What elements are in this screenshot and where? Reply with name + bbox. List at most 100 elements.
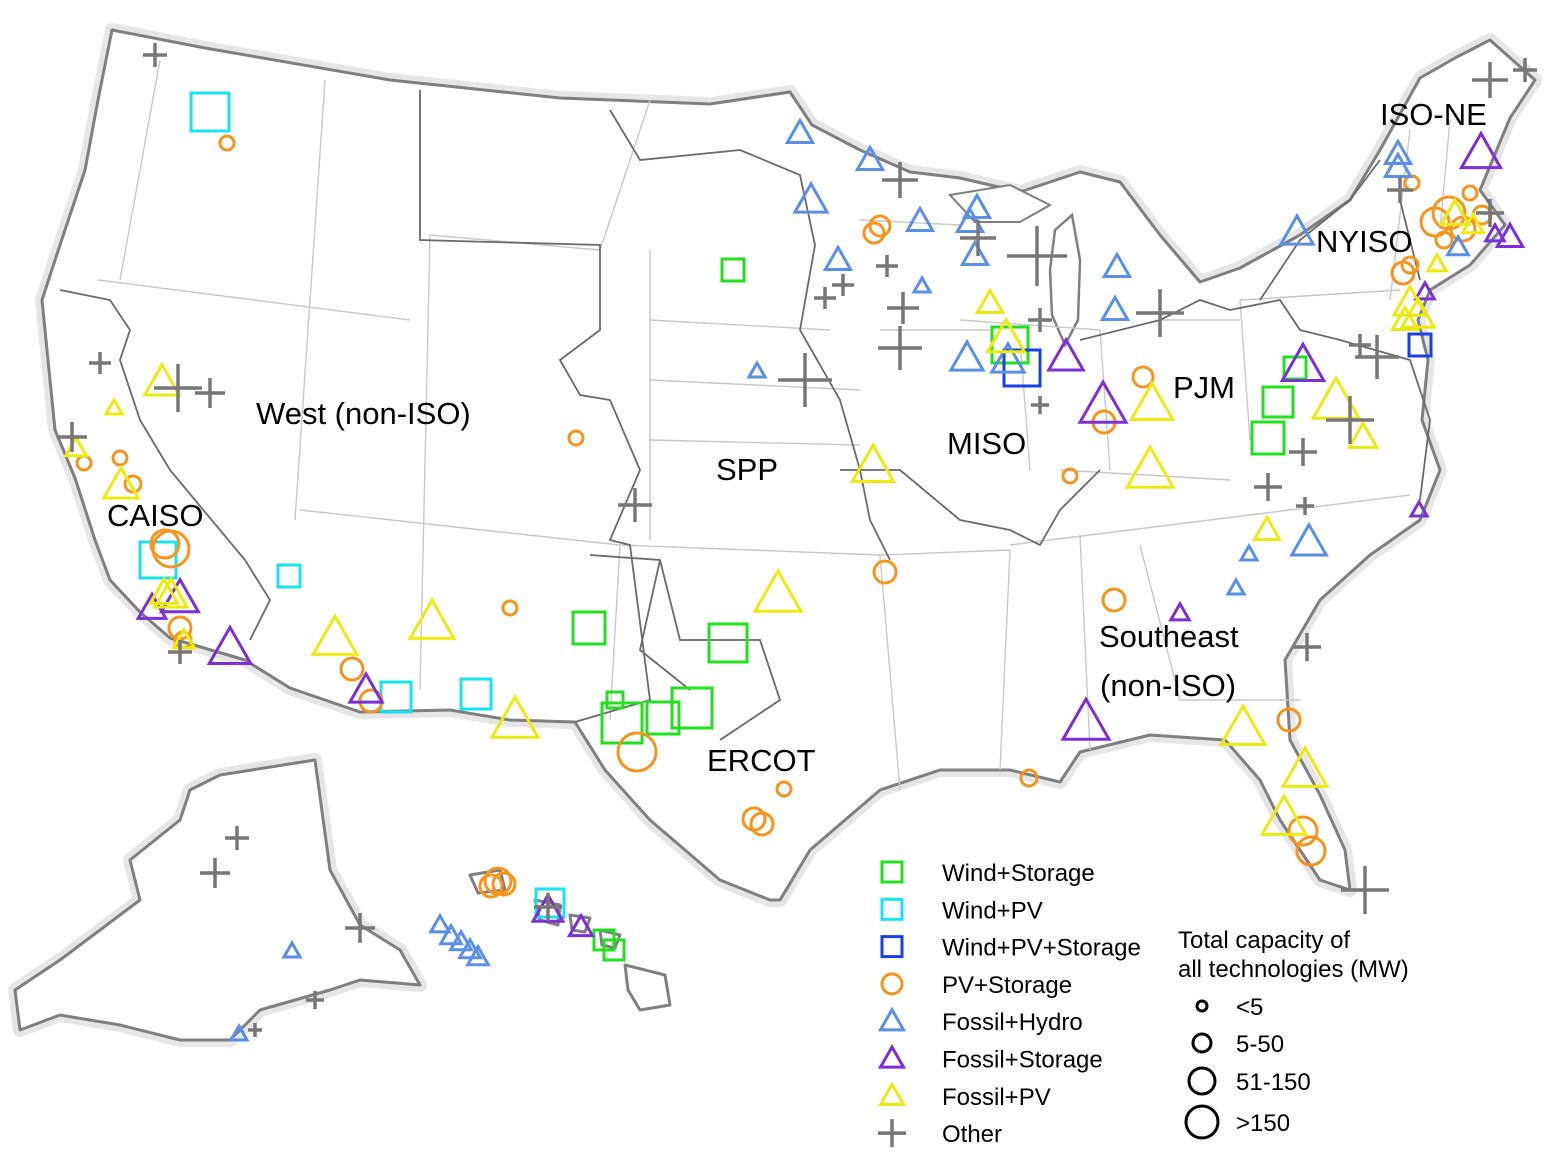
fossil-hydro-marker <box>281 939 303 959</box>
other-marker <box>306 991 324 1009</box>
other-marker <box>832 274 854 296</box>
other-marker <box>534 893 562 921</box>
other-marker <box>876 255 898 277</box>
fossil-storage-marker <box>206 624 254 666</box>
fossil-pv-marker <box>849 442 897 484</box>
other-marker <box>1355 335 1399 379</box>
other-marker <box>195 378 225 408</box>
pv-storage-marker <box>1131 365 1155 389</box>
other-marker <box>1349 334 1371 356</box>
region-label-miso: MISO <box>947 426 1026 461</box>
fossil-pv-marker <box>489 693 541 739</box>
pv-storage-marker <box>491 871 517 897</box>
legend-wind-pv-symbol <box>880 897 904 921</box>
other-marker <box>814 287 836 309</box>
region-labels: CAISO West (non-ISO) SPP MISO PJM NYISO … <box>107 97 1487 778</box>
region-label-west: West (non-ISO) <box>256 396 471 431</box>
fossil-hydro-marker <box>989 340 1027 374</box>
wind-storage-marker <box>707 622 749 664</box>
fossil-hydro-marker <box>1101 251 1133 278</box>
fossil-hydro-marker <box>792 180 830 214</box>
wind-storage-marker <box>720 257 746 283</box>
fossil-pv-marker <box>142 361 182 397</box>
pv-storage-marker <box>478 873 504 899</box>
fossil-hydro-marker <box>228 1022 250 1042</box>
wind-storage-marker <box>1250 420 1286 456</box>
iso-boundaries <box>59 90 1431 741</box>
other-marker <box>618 488 652 522</box>
wind-pv-marker <box>189 91 231 133</box>
fossil-storage-marker <box>1483 221 1507 243</box>
fossil-storage-marker <box>1077 378 1129 424</box>
other-marker <box>1254 473 1282 501</box>
fossil-pv-marker <box>407 597 457 640</box>
pv-storage-marker <box>775 780 793 798</box>
other-marker <box>1028 308 1052 332</box>
region-label-isone: ISO-NE <box>1380 97 1487 132</box>
fossil-pv-marker <box>1438 197 1472 226</box>
fossil-hydro-marker <box>1099 294 1131 321</box>
fossil-hydro-marker <box>1382 138 1414 165</box>
pv-storage-marker <box>1019 768 1039 788</box>
fossil-storage-marker <box>159 576 201 614</box>
region-label-nyiso: NYISO <box>1316 224 1412 259</box>
fossil-pv-marker <box>1259 793 1309 836</box>
fossil-hydro-marker <box>822 244 854 271</box>
pv-storage-marker <box>567 429 585 447</box>
pv-storage-marker <box>123 474 143 494</box>
wind-storage-marker <box>1261 385 1295 419</box>
pv-storage-marker <box>339 656 365 682</box>
wind-storage-marker <box>602 938 626 962</box>
other-marker <box>778 353 832 407</box>
legend-size-label: 5-50 <box>1236 1031 1284 1058</box>
fossil-hydro-marker <box>1289 521 1329 557</box>
wind-storage-marker <box>605 690 625 710</box>
fossil-hydro-marker <box>1225 576 1247 596</box>
wind-pv-marker <box>534 887 566 919</box>
legend-size-symbol <box>1195 999 1209 1013</box>
fossil-pv-marker <box>1218 703 1268 746</box>
fossil-hydro-marker <box>904 205 936 232</box>
region-label-southeast-nonISO: (non-ISO) <box>1100 668 1236 703</box>
other-marker <box>57 422 87 452</box>
other-marker <box>878 326 922 370</box>
region-label-pjm: PJM <box>1173 370 1235 405</box>
fossil-hydro-marker <box>1382 151 1414 178</box>
fossil-pv-marker <box>974 287 1006 314</box>
legend-technology-types: Wind+StorageWind+PVWind+PV+StoragePV+Sto… <box>877 860 1141 1148</box>
legend-fossil-storage-symbol <box>877 1043 907 1069</box>
fossil-pv-marker <box>1346 420 1380 449</box>
fossil-storage-marker <box>1494 221 1526 248</box>
fossil-pv-marker <box>1128 380 1176 422</box>
other-marker <box>1326 396 1374 444</box>
pv-storage-marker <box>149 528 181 560</box>
pv-storage-marker <box>872 559 898 585</box>
fossil-hydro-marker <box>1278 212 1316 246</box>
fossil-pv-marker <box>1425 251 1449 273</box>
other-marker <box>200 858 230 888</box>
legend-pv-storage-label: PV+Storage <box>942 972 1072 999</box>
legend-size-label: <5 <box>1236 994 1263 1021</box>
other-marker <box>1476 199 1504 227</box>
other-marker <box>1387 177 1413 203</box>
legend-size-title-line2: all technologies (MW) <box>1178 956 1409 983</box>
region-label-ercot: ERCOT <box>707 743 816 778</box>
fossil-hydro-marker <box>1238 542 1260 562</box>
fossil-hydro-marker <box>746 359 768 379</box>
other-marker <box>882 162 918 198</box>
pv-storage-marker <box>111 449 129 467</box>
fossil-pv-marker <box>1389 304 1421 331</box>
wind-pv-marker <box>138 540 178 580</box>
pv-storage-marker <box>1287 815 1319 847</box>
other-marker <box>1341 866 1389 914</box>
fossil-storage-marker <box>1046 336 1086 372</box>
legend-fossil-pv-label: Fossil+PV <box>942 1084 1051 1111</box>
fossil-hydro-marker <box>438 922 464 946</box>
wind-storage-marker <box>670 686 714 730</box>
legend-size-title-line1: Total capacity of <box>1178 927 1350 954</box>
other-marker <box>1136 289 1184 337</box>
fossil-pv-marker <box>1124 443 1176 489</box>
other-marker <box>1296 497 1314 515</box>
legend-wind-pv-storage-label: Wind+PV+Storage <box>942 935 1141 962</box>
